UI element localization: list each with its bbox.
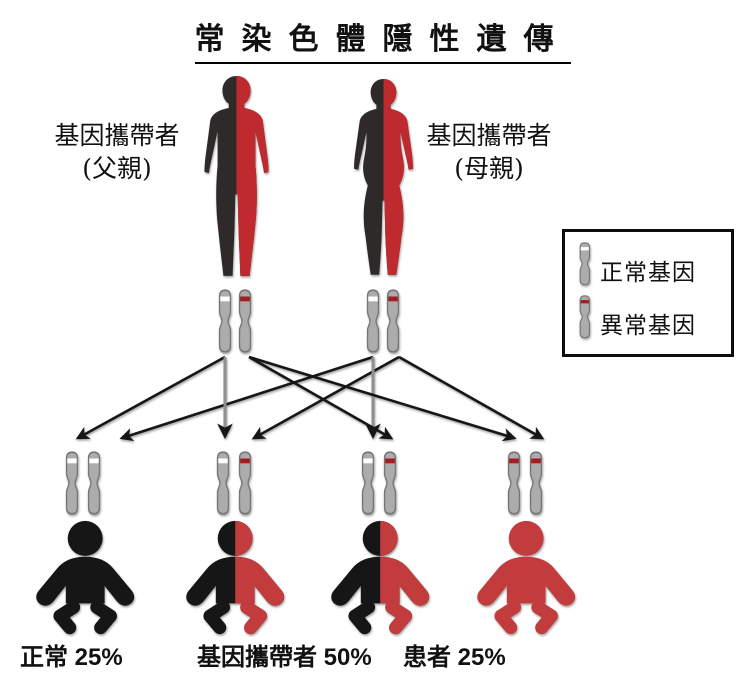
- page-title: 常染色體隱性遺傳: [0, 14, 748, 64]
- abnormal-gene-icon: [579, 295, 591, 339]
- baby-normal: [36, 521, 134, 628]
- outcome-label-carrier: 基因攜帶者 50%: [197, 644, 372, 671]
- child2-chromosome-2: [238, 451, 252, 515]
- child4-chromosome-pair: [507, 451, 543, 515]
- father-role: 基因攜帶者: [54, 121, 180, 150]
- child3-chromosome-1: [361, 451, 375, 515]
- mother-chromosome-normal: [366, 289, 380, 353]
- child1-chromosome-2: [87, 451, 101, 515]
- father-chromosome-normal: [218, 289, 232, 353]
- legend-box: [562, 229, 734, 357]
- child3-chromosome-pair: [361, 451, 397, 515]
- father-chromosome-abnormal: [238, 289, 252, 353]
- arrow-father-abnormal-to-child4: [248, 355, 517, 442]
- outcome-label-normal: 正常 25%: [20, 644, 123, 671]
- arrow-mother-normal-to-child1: [119, 355, 374, 442]
- legend-abnormal-label: 異常基因: [600, 313, 696, 339]
- father-silhouette: [204, 76, 269, 276]
- legend-icons: [579, 242, 591, 339]
- legend-normal-label: 正常基因: [600, 260, 696, 286]
- arrow-mother-abnormal-to-child2: [251, 355, 400, 440]
- child4-chromosome-2: [529, 451, 543, 515]
- child1-chromosome-1: [65, 451, 79, 515]
- normal-gene-icon: [579, 242, 591, 286]
- arrow-father-abnormal-to-child3: [248, 355, 394, 440]
- arrow-father-normal-to-child1: [75, 355, 226, 440]
- father-carrier-half: [236, 76, 269, 276]
- child1-chromosome-pair: [65, 451, 101, 515]
- title-text: 常染色體隱性遺傳: [194, 14, 571, 64]
- outcome-label-affected: 患者 25%: [403, 644, 506, 671]
- mother-chromosome-pair: [366, 289, 400, 353]
- inheritance-arrows: [75, 355, 545, 442]
- father-name: (父親): [82, 154, 152, 183]
- child3-chromosome-2: [383, 451, 397, 515]
- baby-affected: [477, 521, 575, 628]
- child4-chromosome-1: [507, 451, 521, 515]
- mother-name: (母親): [454, 154, 524, 183]
- child2-chromosome-pair: [216, 451, 252, 515]
- mother-role: 基因攜帶者: [426, 121, 552, 150]
- mother-label: 基因攜帶者 (母親): [394, 119, 584, 185]
- baby-carrier-2: [331, 521, 429, 628]
- mother-chromosome-abnormal: [386, 289, 400, 353]
- father-label: 基因攜帶者 (父親): [22, 119, 212, 185]
- arrow-mother-abnormal-to-child4: [398, 355, 545, 440]
- father-chromosome-pair: [218, 289, 252, 353]
- baby-carrier-1: [186, 521, 284, 628]
- child2-chromosome-1: [216, 451, 230, 515]
